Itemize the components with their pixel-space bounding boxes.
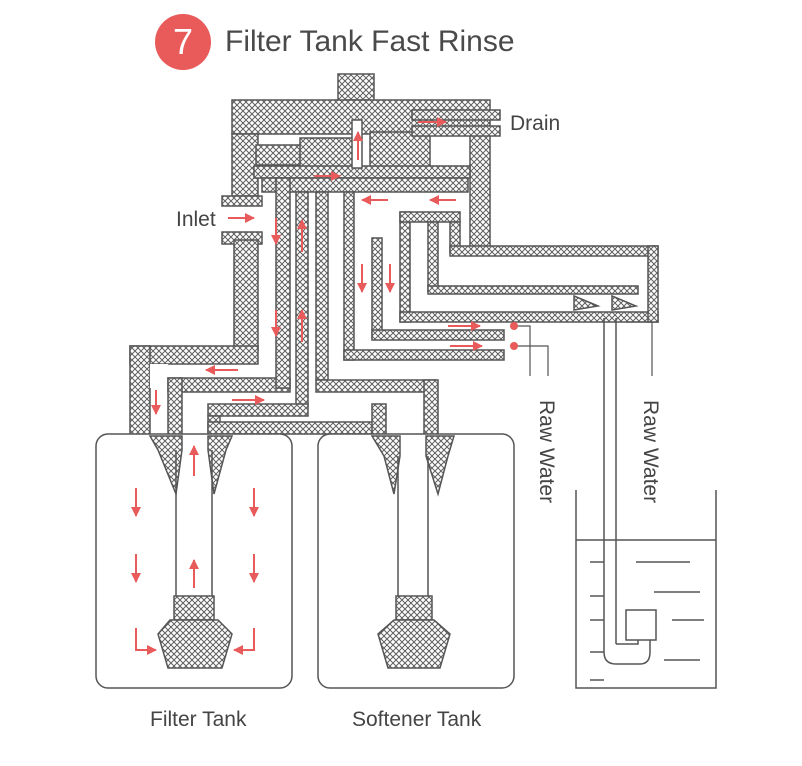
diagram-header: 7 Filter Tank Fast Rinse [155, 14, 515, 70]
drain-outlet [411, 109, 501, 137]
softener-tank-label: Softener Tank [352, 708, 482, 731]
drain-label: Drain [510, 112, 561, 135]
raw-water-label-2: Raw Water [639, 400, 662, 504]
inlet-label: Inlet [176, 208, 216, 231]
page-title: Filter Tank Fast Rinse [225, 25, 515, 58]
raw-water-label-1: Raw Water [535, 400, 558, 504]
raw-water-point-2 [510, 342, 518, 350]
check-valve [573, 294, 639, 311]
softener-tank-body [317, 433, 515, 689]
flow-arrows [131, 117, 483, 655]
center-riser [207, 191, 439, 439]
raw-water-leaders [514, 321, 653, 376]
filter-tank-label: Filter Tank [150, 708, 247, 731]
softener-tank-internals [370, 435, 456, 669]
raw-water-container [575, 318, 717, 689]
inlet-port [221, 195, 263, 245]
injector-branch [343, 191, 659, 361]
raw-water-point-1 [510, 322, 518, 330]
filter-tank-internals [148, 435, 234, 669]
step-number-badge: 7 [155, 14, 211, 70]
